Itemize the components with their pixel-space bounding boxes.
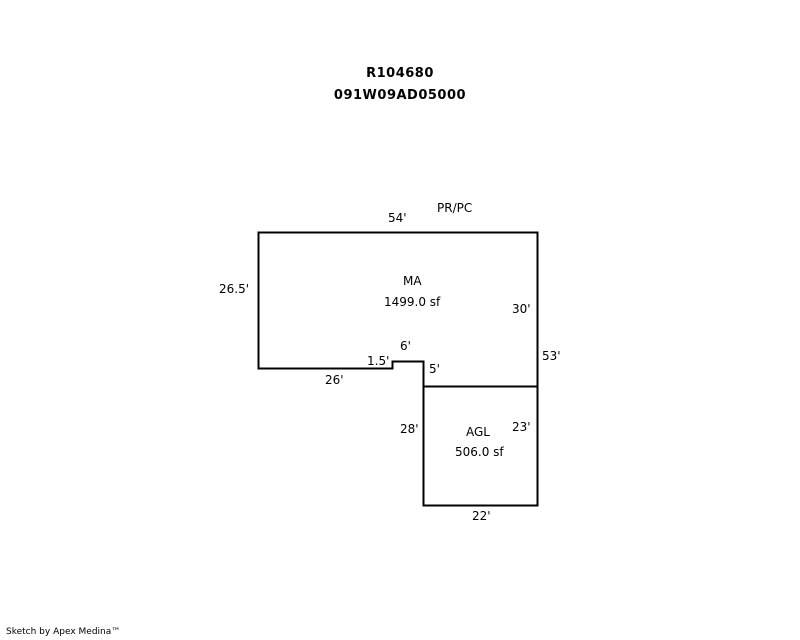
agl-area: 506.0 sf: [455, 445, 504, 459]
dim-agl-right: 23': [512, 420, 531, 434]
agl-code: AGL: [466, 425, 490, 439]
dim-ma-left: 26.5': [219, 282, 250, 296]
ma-outline: [257, 231, 539, 388]
dim-ma-bottom: 26': [325, 373, 344, 387]
ma-code: MA: [403, 274, 422, 288]
map-number: 091W09AD05000: [333, 88, 467, 103]
sketch-credit: Sketch by Apex Medina™: [6, 627, 121, 637]
agl-outline: [422, 385, 539, 507]
parcel-id: R104680: [366, 66, 434, 81]
dim-notch-drop: 5': [429, 362, 440, 376]
dim-notch-step: 1.5': [367, 354, 390, 368]
ma-area: 1499.0 sf: [384, 295, 441, 309]
pr-pc-label: PR/PC: [437, 201, 473, 215]
dim-agl-bottom: 22': [472, 509, 491, 523]
dim-right-total: 53': [542, 349, 561, 363]
dim-agl-left: 28': [400, 422, 419, 436]
dim-notch-top: 6': [400, 339, 411, 353]
dim-ma-top: 54': [388, 211, 407, 225]
dim-ma-right: 30': [512, 302, 531, 316]
